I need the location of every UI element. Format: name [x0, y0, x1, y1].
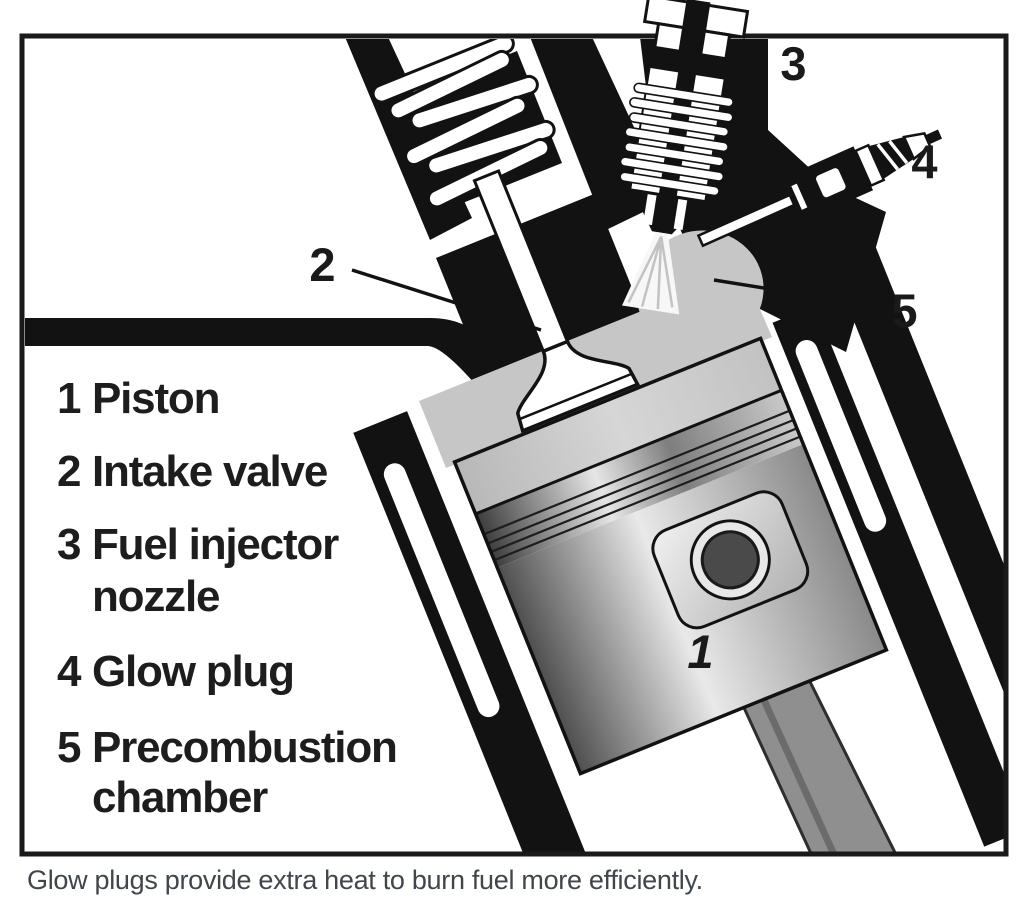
- legend-item-fuel-injector-nozzle: 3 Fuel injector nozzle: [57, 520, 340, 621]
- injector-nozzle-stripe-right: [673, 198, 688, 230]
- piston: [452, 336, 914, 852]
- intake-port-wall: [25, 318, 562, 454]
- glow-plug: [696, 129, 943, 248]
- callout-glow-plug: 4: [911, 135, 937, 188]
- legend-label: Glow plug: [92, 647, 294, 696]
- glow-plug-terminal: [902, 132, 932, 161]
- intake-valve: [371, 39, 641, 434]
- cylinder-wall-right-slot: [795, 340, 887, 532]
- injector-core: [674, 0, 711, 80]
- callout-fuel-injector: 3: [780, 37, 805, 90]
- legend-number: 2: [57, 447, 80, 496]
- piston-rings: [483, 409, 801, 562]
- legend-label: Intake valve: [92, 447, 327, 496]
- valve-spring: [371, 39, 556, 209]
- cylinder-wall-left-slot: [383, 463, 500, 718]
- figure-caption: Glow plugs provide extra heat to burn fu…: [27, 865, 703, 895]
- legend-item-piston: 1 Piston: [57, 374, 220, 423]
- cylinder-wall-right-outer: [826, 234, 1004, 852]
- legend-label: Fuel injector: [92, 520, 339, 569]
- legend-label-line2: nozzle: [92, 572, 219, 621]
- legend-item-intake-valve: 2 Intake valve: [57, 447, 328, 496]
- callout-intake-valve: 2: [309, 238, 334, 291]
- leader-line-intake-valve: [351, 268, 542, 332]
- cylinder-walls: [353, 234, 1004, 852]
- spray-cone: [621, 231, 680, 315]
- legend-number: 1: [57, 374, 81, 423]
- legend: 1 Piston 2 Intake valve 3 Fuel injector …: [57, 374, 398, 822]
- legend-item-precombustion-chamber: 5 Precombustion chamber: [57, 723, 398, 822]
- injector-bellows: [619, 82, 734, 197]
- callout-precombustion-chamber: 5: [891, 284, 916, 337]
- legend-item-glow-plug: 4 Glow plug: [57, 647, 295, 696]
- glow-plug-terminal-stub: [925, 129, 943, 145]
- piston-ring-band: [475, 390, 804, 568]
- diagram-frame: [19, 33, 1009, 857]
- connecting-rod-shading: [753, 683, 860, 852]
- leader-line-precombustion-chamber: [713, 278, 883, 309]
- legend-number: 3: [57, 520, 80, 569]
- wrist-pin: [700, 530, 760, 590]
- injector-nozzle-stripe-left: [643, 194, 657, 226]
- fuel-injector: [619, 0, 750, 315]
- legend-label: Precombustion: [92, 723, 397, 772]
- callout-piston: 1: [687, 625, 712, 678]
- legend-number: 4: [57, 647, 82, 696]
- piston-crown: [454, 338, 782, 514]
- legend-number: 5: [57, 723, 81, 772]
- valve-seat-line: [517, 372, 634, 421]
- piston-outline: [452, 336, 889, 776]
- legend-label-line2: chamber: [92, 773, 268, 822]
- glow-plug-collar-stripe: [791, 183, 808, 210]
- glow-plug-hex-window: [813, 165, 849, 200]
- legend-label: Piston: [92, 374, 219, 423]
